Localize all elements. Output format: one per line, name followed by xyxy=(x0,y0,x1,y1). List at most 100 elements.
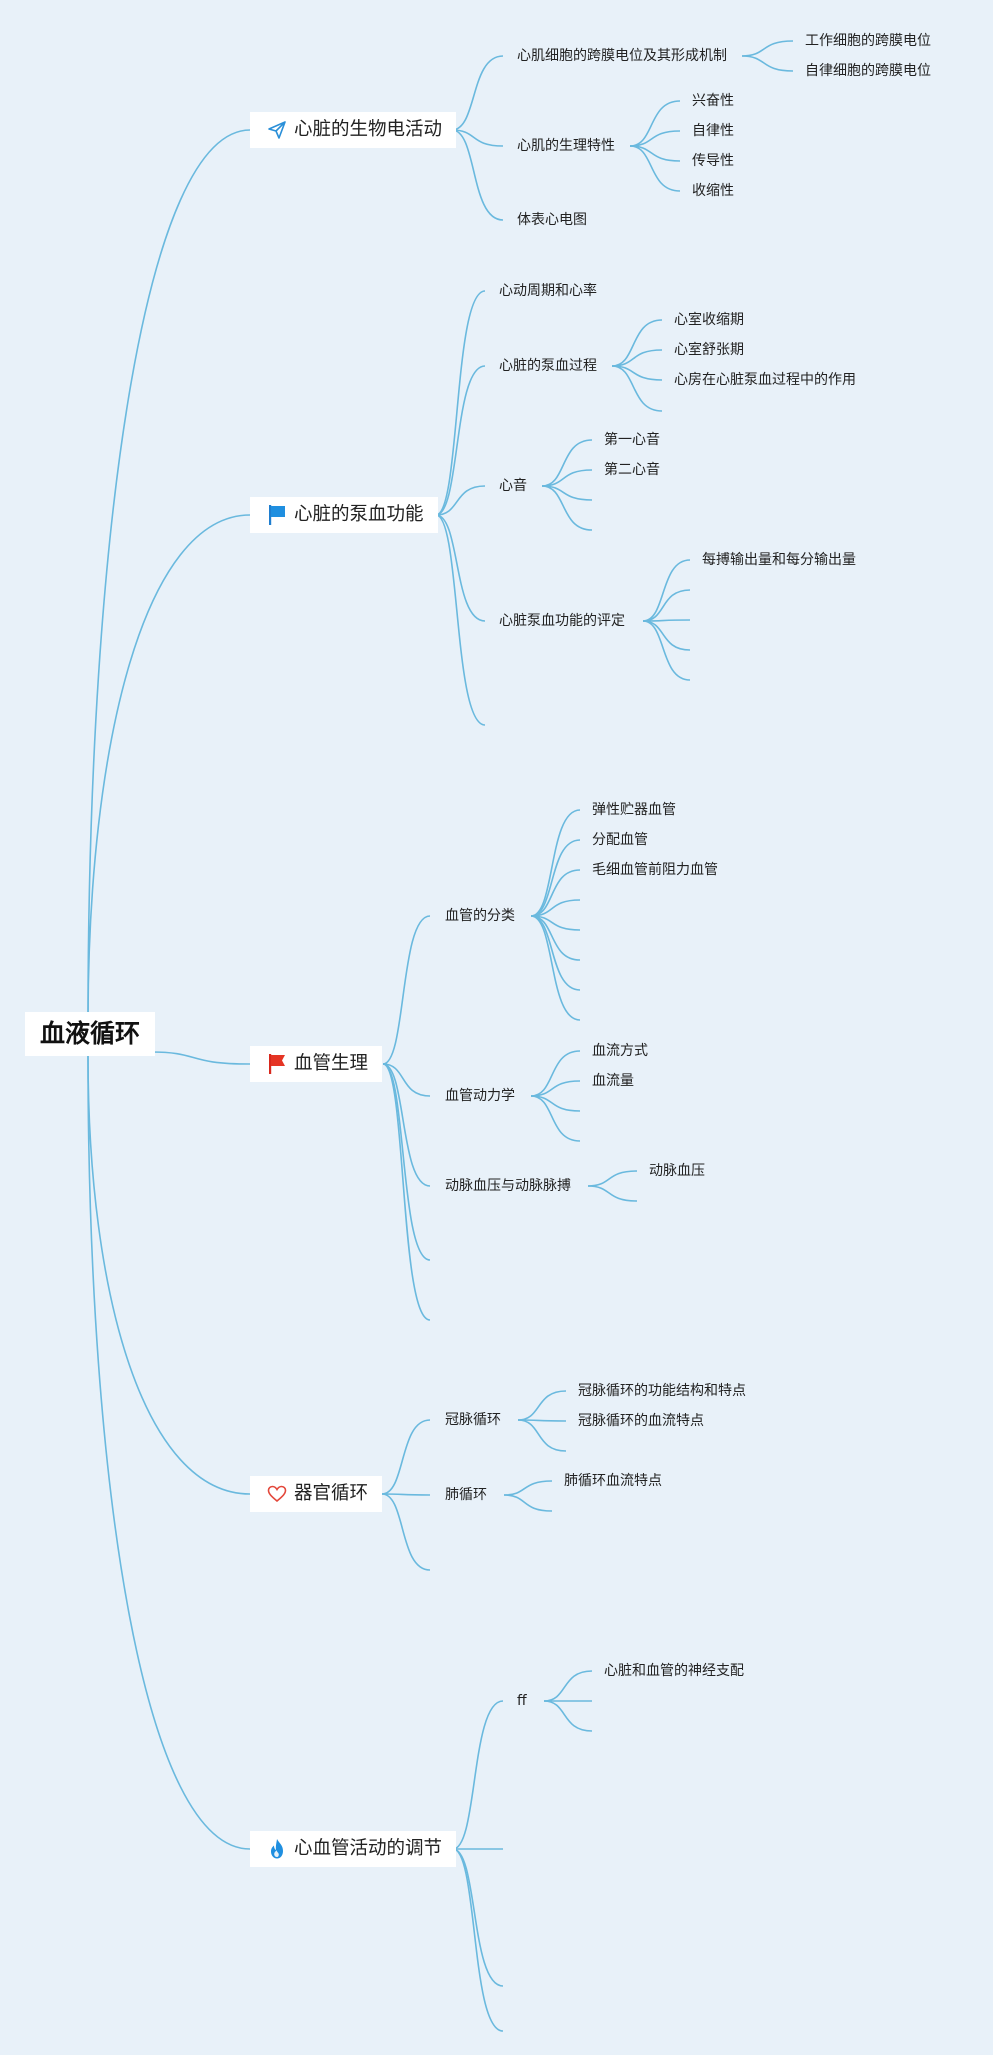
detail-topic[interactable]: 血流量 xyxy=(592,1073,634,1089)
detail-connector xyxy=(741,40,794,57)
subtopic[interactable]: 冠脉循环 xyxy=(445,1412,501,1428)
detail-topic[interactable]: 心房在心脏泵血过程中的作用 xyxy=(674,372,856,388)
subtopic[interactable]: 心肌的生理特性 xyxy=(517,138,615,154)
subtopic-connector xyxy=(435,365,486,516)
detail-topic[interactable]: 弹性贮器血管 xyxy=(592,802,676,818)
detail-topic[interactable]: 兴奋性 xyxy=(692,93,734,109)
subtopic[interactable]: 心肌细胞的跨膜电位及其形成机制 xyxy=(517,48,727,64)
detail-connector xyxy=(530,1095,581,1142)
main-topic-label: 血管生理 xyxy=(294,1053,369,1074)
detail-connector xyxy=(543,1700,593,1732)
detail-topic[interactable]: 第一心音 xyxy=(604,432,660,448)
detail-topic[interactable]: 毛细血管前阻力血管 xyxy=(592,862,718,878)
detail-topic[interactable]: 心室舒张期 xyxy=(674,342,744,358)
detail-connector xyxy=(541,439,593,487)
subtopic[interactable]: 血管的分类 xyxy=(445,908,515,924)
detail-topic[interactable]: 工作细胞的跨膜电位 xyxy=(805,33,931,49)
detail-connector xyxy=(642,559,691,622)
main-topic-3[interactable]: 血管生理 xyxy=(250,1046,383,1082)
subtopic-connector xyxy=(451,129,504,221)
root-topic[interactable]: 血液循环 xyxy=(25,1012,156,1056)
detail-topic[interactable]: 分配血管 xyxy=(592,832,648,848)
subtopic[interactable]: 心脏泵血功能的评定 xyxy=(499,613,625,629)
main-topic-2[interactable]: 心脏的泵血功能 xyxy=(250,497,438,533)
detail-topic[interactable]: 冠脉循环的功能结构和特点 xyxy=(578,1383,746,1399)
subtopic-connector xyxy=(381,1493,431,1496)
root-to-main-connector xyxy=(87,514,251,1023)
detail-topic[interactable]: 自律细胞的跨膜电位 xyxy=(805,63,931,79)
detail-connector xyxy=(642,620,691,651)
root-to-main-connector xyxy=(87,129,251,1023)
subtopic[interactable]: 心脏的泵血过程 xyxy=(499,358,597,374)
root-to-main-connector xyxy=(87,1055,251,1495)
detail-connector xyxy=(541,485,593,531)
detail-connector xyxy=(530,869,581,917)
detail-connector xyxy=(503,1480,553,1496)
subtopic[interactable]: 动脉血压与动脉脉搏 xyxy=(445,1178,571,1194)
subtopic[interactable]: 血管动力学 xyxy=(445,1088,515,1104)
subtopic-connector xyxy=(381,1419,431,1495)
subtopic-connector xyxy=(435,290,486,516)
detail-topic[interactable]: 每搏输出量和每分输出量 xyxy=(702,552,856,568)
red-flag-icon xyxy=(266,1053,288,1075)
detail-connector xyxy=(503,1494,553,1512)
detail-connector xyxy=(517,1390,567,1421)
heart-outline-icon xyxy=(266,1483,288,1505)
subtopic-connector xyxy=(435,514,486,622)
detail-topic[interactable]: 心室收缩期 xyxy=(674,312,744,328)
root-to-main-connector xyxy=(87,1055,251,1850)
subtopic-connector xyxy=(382,1063,431,1187)
detail-connector xyxy=(517,1419,567,1452)
detail-connector xyxy=(530,915,581,1021)
detail-topic[interactable]: 肺循环血流特点 xyxy=(564,1473,662,1489)
paper-plane-icon xyxy=(266,119,288,141)
main-topic-label: 心血管活动的调节 xyxy=(294,1838,443,1859)
subtopic[interactable]: 心音 xyxy=(499,478,527,494)
detail-connector xyxy=(741,55,794,72)
subtopic-connector xyxy=(381,1493,431,1571)
detail-connector xyxy=(629,100,681,147)
detail-connector xyxy=(530,809,581,917)
detail-connector xyxy=(642,589,691,622)
main-topic-4[interactable]: 器官循环 xyxy=(250,1476,383,1512)
root-connector xyxy=(150,1051,251,1065)
detail-connector xyxy=(543,1670,593,1702)
subtopic[interactable]: 肺循环 xyxy=(445,1487,487,1503)
subtopic-connector xyxy=(452,1848,504,2032)
detail-topic[interactable]: 血流方式 xyxy=(592,1043,648,1059)
subtopic[interactable]: 心动周期和心率 xyxy=(499,283,597,299)
detail-connector xyxy=(587,1170,638,1187)
main-topic-5[interactable]: 心血管活动的调节 xyxy=(250,1831,457,1867)
detail-connector xyxy=(530,839,581,917)
main-topic-label: 心脏的泵血功能 xyxy=(294,504,424,525)
subtopic-connector xyxy=(382,1063,431,1097)
subtopic[interactable]: 体表心电图 xyxy=(517,212,587,228)
subtopic-connector xyxy=(382,1063,431,1261)
subtopic-connector xyxy=(451,55,504,131)
detail-topic[interactable]: 自律性 xyxy=(692,123,734,139)
flame-icon xyxy=(266,1838,288,1860)
detail-topic[interactable]: 动脉血压 xyxy=(649,1163,705,1179)
detail-topic[interactable]: 第二心音 xyxy=(604,462,660,478)
detail-connector xyxy=(611,365,663,412)
detail-connector xyxy=(629,145,681,192)
main-topic-1[interactable]: 心脏的生物电活动 xyxy=(250,112,457,148)
subtopic-connector xyxy=(452,1700,504,1850)
subtopic-connector xyxy=(451,129,504,147)
main-topic-label: 心脏的生物电活动 xyxy=(294,119,443,140)
detail-connector xyxy=(530,1050,581,1097)
detail-topic[interactable]: 心脏和血管的神经支配 xyxy=(604,1663,744,1679)
subtopic-connector xyxy=(382,915,431,1065)
detail-connector xyxy=(611,319,663,367)
subtopic-connector xyxy=(382,1063,431,1321)
detail-topic[interactable]: 收缩性 xyxy=(692,183,734,199)
detail-connector xyxy=(642,620,691,681)
detail-connector xyxy=(530,915,581,961)
subtopic[interactable]: ff xyxy=(517,1693,527,1709)
detail-topic[interactable]: 传导性 xyxy=(692,153,734,169)
main-topic-label: 器官循环 xyxy=(294,1483,369,1504)
detail-topic[interactable]: 冠脉循环的血流特点 xyxy=(578,1413,704,1429)
blue-flag-icon xyxy=(266,504,288,526)
subtopic-connector xyxy=(435,514,486,726)
